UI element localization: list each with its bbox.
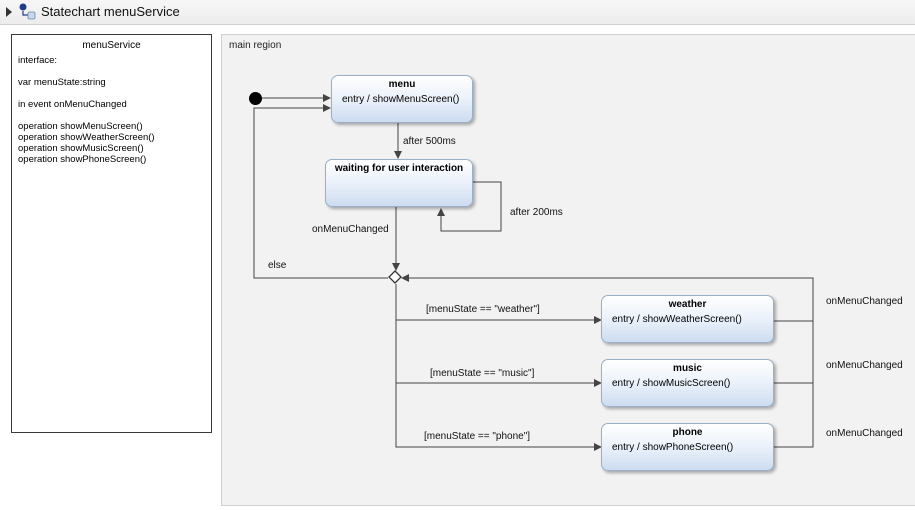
interface-definition-box[interactable]: menuService interface: var menuState:str… [11,34,212,433]
state-name: weather [668,299,707,310]
state-name: waiting for user interaction [334,163,464,174]
transition-label-on-menu-changed[interactable]: onMenuChanged [312,224,389,235]
transition-label-weather-on-menu-changed[interactable]: onMenuChanged [826,296,903,307]
transition-label-music-on-menu-changed[interactable]: onMenuChanged [826,360,903,371]
interface-title: menuService [82,40,141,51]
state-menu[interactable]: menu entry / showMenuScreen() [331,75,473,123]
transition-label-after-500ms[interactable]: after 500ms [403,136,456,147]
expand-triangle-icon[interactable] [6,7,12,17]
state-entry-action: entry / showMusicScreen() [612,378,731,389]
transition-choice-else [253,104,388,279]
state-music[interactable]: music entry / showMusicScreen() [601,359,774,407]
transition-label-phone-on-menu-changed[interactable]: onMenuChanged [826,428,903,439]
transition-guard-weather[interactable]: [menuState == "weather"] [426,304,540,315]
state-name: phone [672,427,703,438]
transition-choice-to-phone [395,383,602,451]
state-weather[interactable]: weather entry / showWeatherScreen() [601,295,774,343]
state-entry-action: entry / showPhoneScreen() [612,442,734,453]
state-phone[interactable]: phone entry / showPhoneScreen() [601,423,774,471]
choice-node [388,270,402,284]
transition-guard-phone[interactable]: [menuState == "phone"] [424,431,531,442]
interface-line: interface: [18,55,58,66]
interface-line: in event onMenuChanged [18,99,127,110]
transition-guard-music[interactable]: [menuState == "music"] [430,368,535,379]
statechart-title: Statechart menuService [41,4,180,19]
editor-tab-header: Statechart menuService [0,0,915,25]
state-name: music [673,363,702,374]
transition-label-else[interactable]: else [268,260,287,271]
transition-waiting-self-loop [437,181,502,232]
interface-line: operation showMenuScreen() [18,121,143,132]
interface-line: operation showPhoneScreen() [18,154,147,165]
transition-weather-back [401,274,814,322]
interface-line: operation showMusicScreen() [18,143,144,154]
region-label: main region [229,40,282,51]
state-entry-action: entry / showWeatherScreen() [612,314,742,325]
interface-line: operation showWeatherScreen() [18,132,155,143]
state-name: menu [388,79,416,90]
state-entry-action: entry / showMenuScreen() [342,94,460,105]
initial-state-node[interactable] [249,92,262,105]
interface-line: var menuState:string [18,77,106,88]
transition-phone-back [774,321,814,448]
transition-label-after-200ms[interactable]: after 200ms [510,207,563,218]
state-waiting-for-user-interaction[interactable]: waiting for user interaction [325,159,473,207]
statechart-icon [19,3,36,20]
